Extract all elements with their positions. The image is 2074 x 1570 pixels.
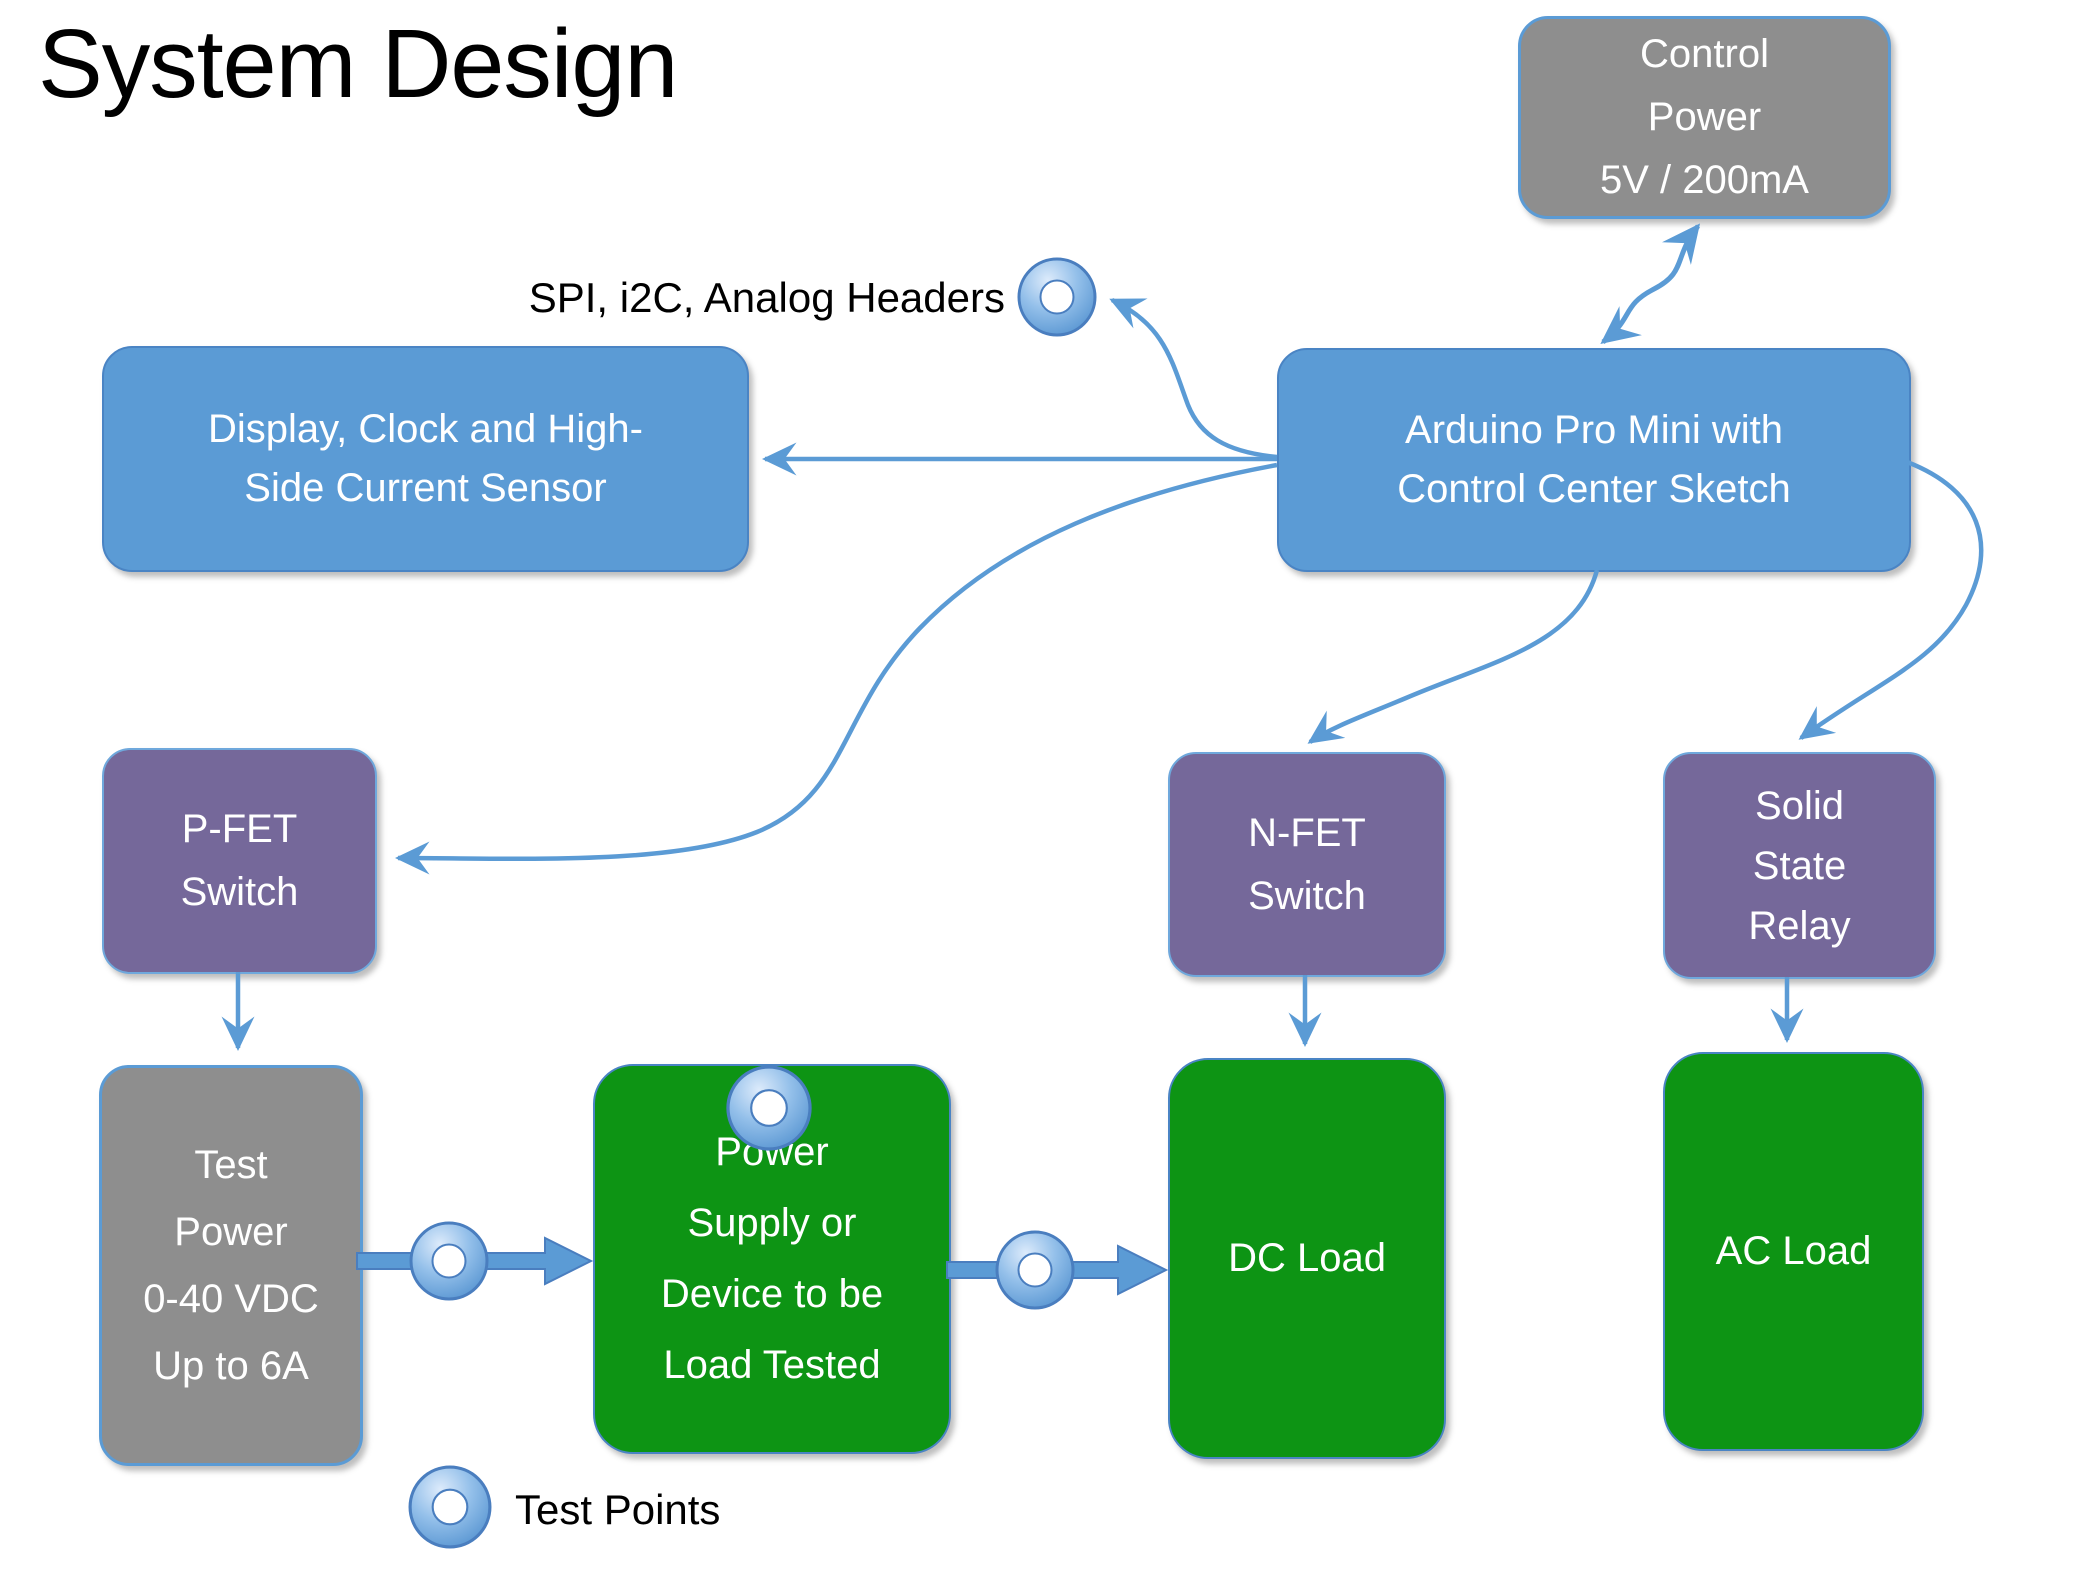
box-line: Power	[715, 1130, 829, 1174]
box-line: 0-40 VDC	[143, 1276, 319, 1321]
test-point-supply-output-icon	[995, 1230, 1075, 1310]
edge-arduino-to-control-power	[1600, 223, 1701, 345]
n-fet-switch-box: N-FET Switch	[1168, 752, 1446, 977]
box-line: Control Center Sketch	[1397, 467, 1791, 511]
test-point-supply-input-icon	[409, 1221, 489, 1301]
box-line: Solid	[1755, 783, 1844, 828]
edge-arduino-to-headers-test-point	[1109, 297, 1278, 460]
test-points-legend-label: Test Points	[515, 1486, 721, 1533]
edge-test-power-to-supply-thick-arrow	[356, 1236, 594, 1286]
box-line: State	[1752, 843, 1847, 888]
box-line: Device to be	[660, 1272, 884, 1316]
box-line: Switch	[1248, 873, 1366, 918]
box-line: DC Load	[1228, 1236, 1386, 1280]
test-power-box: Test Power 0-40 VDC Up to 6A	[99, 1065, 363, 1466]
box-line: Power	[1647, 95, 1762, 139]
box-line: AC Load	[1715, 1229, 1872, 1273]
box-line: Test	[194, 1142, 268, 1187]
edge-supply-to-dc-load-thick-arrow	[946, 1244, 1169, 1296]
box-line: Up to 6A	[153, 1343, 309, 1388]
page-title: System Design	[38, 9, 678, 118]
box-line: Control	[1640, 32, 1769, 76]
box-line: Arduino Pro Mini with	[1405, 408, 1783, 452]
power-supply-dut-box: Power Supply or Device to be Load Tested	[593, 1064, 951, 1454]
control-power-box: Control Power 5V / 200mA	[1518, 16, 1891, 219]
solid-state-relay-box: Solid State Relay	[1663, 752, 1936, 979]
test-point-headers-icon	[1017, 257, 1097, 337]
box-line: P-FET	[181, 807, 298, 851]
box-line: Relay	[1748, 903, 1851, 948]
test-point-legend-icon	[408, 1465, 492, 1549]
box-line: Load Tested	[663, 1343, 881, 1387]
edge-arduino-to-nfet	[1307, 569, 1600, 744]
box-line: Supply or	[687, 1201, 857, 1245]
p-fet-switch-box: P-FET Switch	[102, 748, 377, 974]
display-clock-sensor-box: Display, Clock and High- Side Current Se…	[102, 346, 749, 572]
box-line: Side Current Sensor	[244, 466, 607, 510]
arduino-pro-mini-box: Arduino Pro Mini with Control Center Ske…	[1277, 348, 1911, 572]
box-line: Switch	[180, 870, 299, 914]
box-line: Display, Clock and High-	[208, 407, 643, 451]
dc-load-box: DC Load	[1168, 1058, 1446, 1459]
box-line: Power	[174, 1209, 288, 1254]
box-line: N-FET	[1248, 810, 1366, 855]
box-line: 5V / 200mA	[1599, 158, 1809, 202]
spi-i2c-analog-headers-label: SPI, i2C, Analog Headers	[528, 274, 1005, 321]
ac-load-box: AC Load	[1663, 1052, 1924, 1451]
